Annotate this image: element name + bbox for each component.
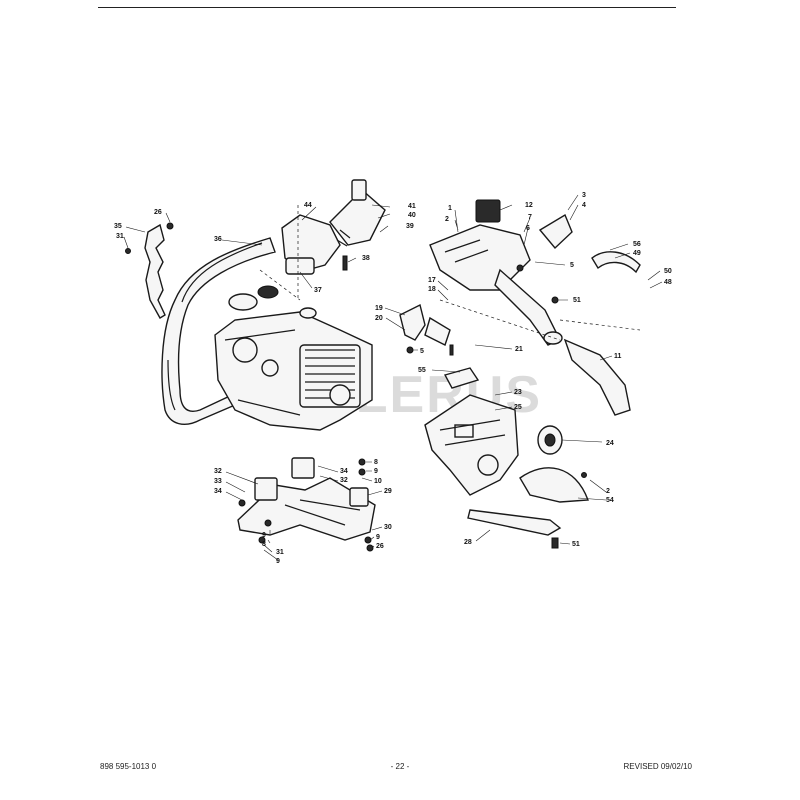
callout-label: 2 [445, 216, 449, 223]
callout-label: 12 [525, 202, 533, 209]
footer-part-number: 898 595-1013 0 [100, 762, 157, 771]
callout-label: 31 [276, 549, 284, 556]
bolt-part [125, 248, 131, 254]
callout-label: 5 [570, 262, 574, 269]
callout-label: 50 [664, 268, 672, 275]
callout-label: 32 [340, 477, 348, 484]
callout-label: 8 [262, 541, 266, 548]
screw-part [166, 222, 174, 230]
callout-label: 55 [418, 367, 426, 374]
callout-label: 56 [633, 241, 641, 248]
carburetor-assembly [281, 179, 386, 275]
callout-label: 21 [515, 346, 523, 353]
pin-part [581, 472, 587, 478]
callout-label: 3 [582, 192, 586, 199]
screw-part [238, 499, 246, 507]
nut-part [366, 544, 374, 552]
washer-part [358, 458, 366, 466]
callout-label: 28 [464, 539, 472, 546]
callout-label: 4 [582, 202, 586, 209]
callout-label: 18 [428, 286, 436, 293]
callout-numbers: 35 26 31 36 44 41 40 39 38 37 1 2 12 3 4… [114, 192, 672, 565]
callout-label: 35 [114, 223, 122, 230]
crankcase-housing [424, 367, 519, 496]
bottom-plate [467, 509, 562, 536]
engine-block [214, 311, 373, 431]
callout-label: 9 [276, 558, 280, 565]
callout-label: 7 [528, 214, 532, 221]
screw-part [342, 255, 348, 271]
chain-guard [519, 467, 589, 503]
trigger-part [591, 251, 641, 274]
washer-part [358, 468, 366, 476]
washer-part [364, 536, 372, 544]
screw-part [551, 296, 559, 304]
callout-label: 8 [374, 459, 378, 466]
callout-label: 48 [664, 279, 672, 286]
callout-label: 51 [573, 297, 581, 304]
assembly-lines [259, 205, 301, 301]
callout-label: 44 [304, 202, 312, 209]
throttle-trigger [399, 303, 426, 341]
callout-label: 41 [408, 203, 416, 210]
screw-part [551, 537, 559, 549]
callout-label: 49 [633, 250, 641, 257]
throttle-link [424, 316, 451, 346]
footer-revision: REVISED 09/02/10 [623, 762, 692, 771]
callout-label: 34 [340, 468, 348, 475]
filter-cap [228, 293, 258, 311]
callout-label: 24 [606, 440, 614, 447]
callout-label: 34 [214, 488, 222, 495]
callout-label: 11 [614, 353, 622, 360]
leader-lines [123, 194, 663, 561]
callout-label: 39 [406, 223, 414, 230]
callout-label: 17 [428, 277, 436, 284]
washer-part [264, 519, 272, 527]
screw-part [449, 344, 454, 356]
hand-guard [144, 223, 166, 319]
callout-label: 32 [214, 468, 222, 475]
callout-label: 25 [514, 404, 522, 411]
callout-label: 51 [572, 541, 580, 548]
pin-part [516, 264, 524, 272]
tank-housing [429, 199, 563, 346]
callout-label: 26 [376, 543, 384, 550]
callout-label: 9 [262, 532, 266, 539]
callout-label: 30 [384, 524, 392, 531]
buffer-hole [544, 433, 556, 447]
screw-part [258, 536, 266, 544]
top-rule [98, 7, 676, 8]
lever-part [538, 213, 573, 250]
footer-page-number: - 22 - [390, 762, 410, 771]
callout-label: 23 [514, 389, 522, 396]
callout-label: 10 [374, 478, 382, 485]
callout-label: 31 [116, 233, 124, 240]
rear-handle-cover [563, 338, 631, 416]
callout-label: 37 [314, 287, 322, 294]
callout-label: 5 [420, 348, 424, 355]
callout-label: 19 [375, 305, 383, 312]
callout-label: 1 [448, 205, 452, 212]
callout-label: 9 [376, 534, 380, 541]
callout-label: 38 [362, 255, 370, 262]
callout-label: 2 [606, 488, 610, 495]
callout-label: 20 [375, 315, 383, 322]
callout-label: 6 [526, 225, 530, 232]
callout-label: 36 [214, 236, 222, 243]
oil-cap [257, 285, 279, 299]
callout-label: 54 [606, 497, 614, 504]
seal-part [299, 307, 317, 319]
callout-label: 40 [408, 212, 416, 219]
callout-label: 29 [384, 488, 392, 495]
callout-label: 26 [154, 209, 162, 216]
base-plate [237, 457, 376, 541]
callout-label: 9 [374, 468, 378, 475]
callout-label: 33 [214, 478, 222, 485]
assembly-lines [439, 299, 641, 341]
